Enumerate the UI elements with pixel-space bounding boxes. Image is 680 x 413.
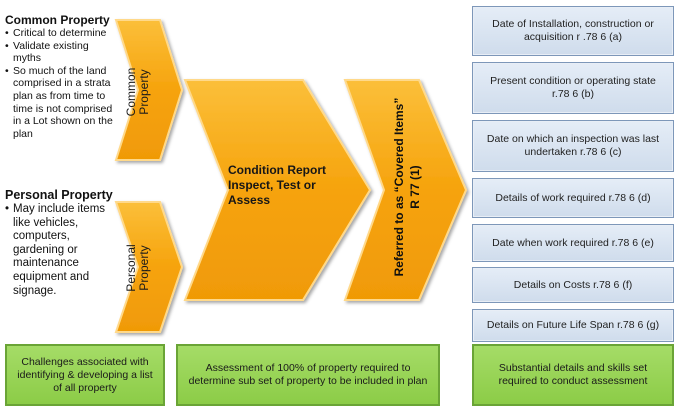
requirement-box: Present condition or operating state r.7… bbox=[472, 62, 674, 114]
condition-report-line: Condition Report bbox=[228, 163, 326, 177]
personal-property-arrow bbox=[114, 201, 184, 333]
common-property-list: Critical to determine Validate existing … bbox=[5, 27, 117, 140]
common-property-title: Common Property bbox=[5, 13, 110, 27]
challenge-box: Assessment of 100% of property required … bbox=[176, 344, 440, 406]
covered-items-arrow bbox=[343, 79, 468, 301]
condition-report-text: Condition Report Inspect, Test or Assess bbox=[228, 163, 338, 208]
requirement-box: Date on which an inspection was last und… bbox=[472, 120, 674, 172]
personal-property-arrow-label: Personal Property bbox=[124, 244, 151, 292]
list-item: Critical to determine bbox=[5, 27, 117, 40]
requirement-box: Date of Installation, construction or ac… bbox=[472, 6, 674, 56]
challenge-box: Challenges associated with identifying &… bbox=[5, 344, 165, 406]
covered-items-line: Referred to as “Covered Items” bbox=[392, 97, 406, 277]
condition-report-line: Assess bbox=[228, 193, 271, 207]
common-property-arrow-label: Common Property bbox=[124, 67, 151, 117]
covered-items-line: R 77 (1) bbox=[408, 165, 422, 209]
covered-items-label: Referred to as “Covered Items” R 77 (1) bbox=[391, 97, 425, 277]
challenge-box: Substantial details and skills set requi… bbox=[472, 344, 674, 406]
requirement-box: Date when work required r.78 6 (e) bbox=[472, 224, 674, 262]
list-item: Validate existing myths bbox=[5, 40, 117, 65]
common-property-section: Common Property Critical to determine Va… bbox=[5, 13, 117, 140]
list-item: So much of the land comprised in a strat… bbox=[5, 65, 117, 141]
personal-property-title: Personal Property bbox=[5, 188, 113, 202]
common-property-arrow bbox=[114, 19, 184, 161]
condition-report-arrow bbox=[183, 79, 372, 301]
personal-property-section: Personal Property May include items like… bbox=[5, 188, 113, 298]
requirement-box: Details on Future Life Span r.78 6 (g) bbox=[472, 309, 674, 342]
condition-report-line: Inspect, Test or bbox=[228, 178, 316, 192]
requirement-box: Details on Costs r.78 6 (f) bbox=[472, 267, 674, 303]
requirement-box: Details of work required r.78 6 (d) bbox=[472, 178, 674, 218]
list-item: May include items like vehicles, compute… bbox=[5, 203, 113, 298]
personal-property-list: May include items like vehicles, compute… bbox=[5, 203, 113, 298]
